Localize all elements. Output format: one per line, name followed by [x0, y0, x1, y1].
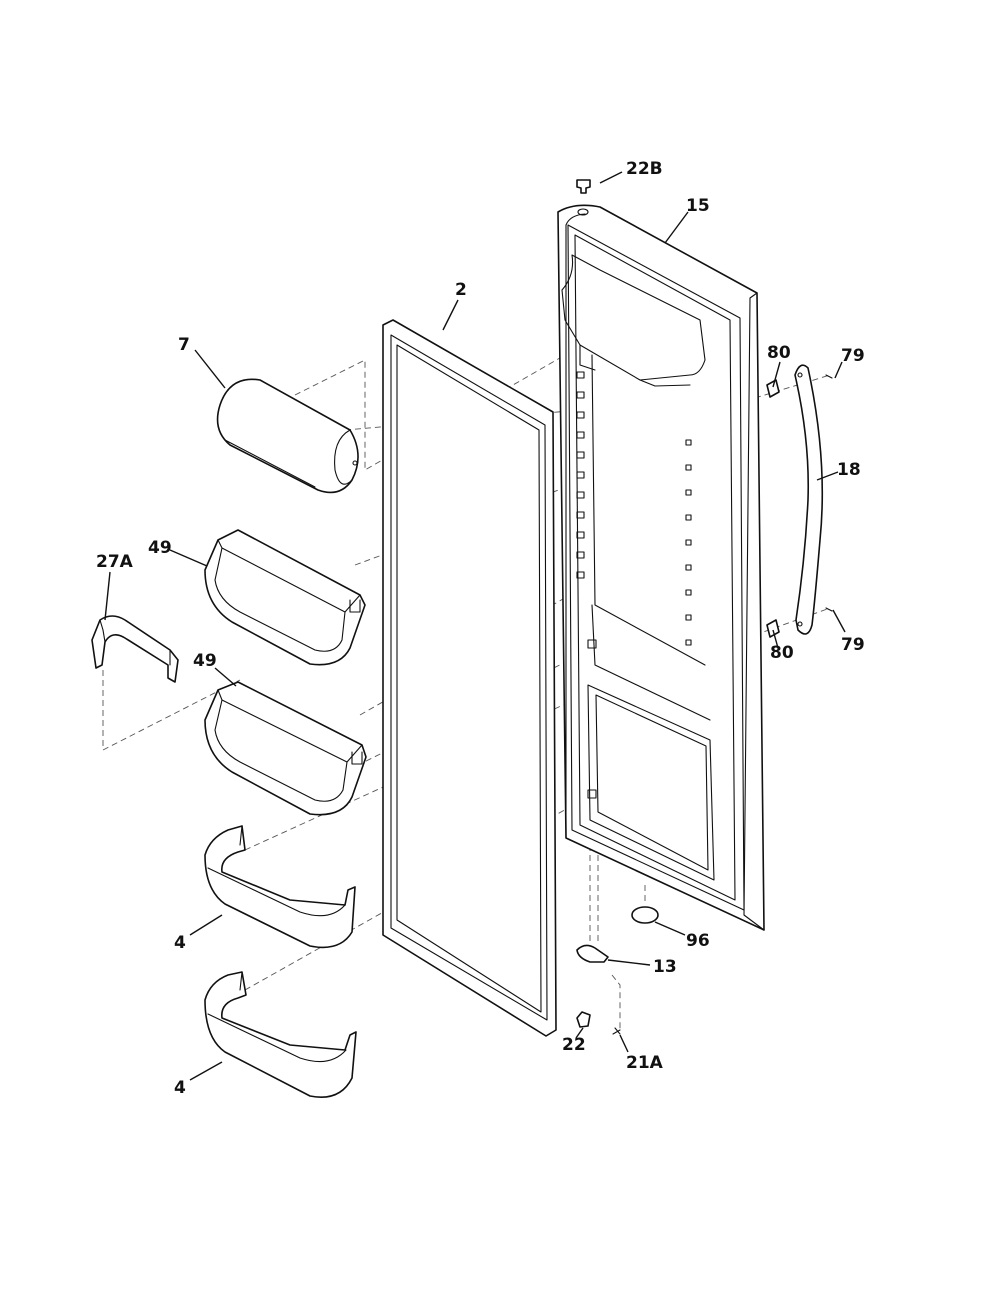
callout-80-bottom: 80 — [770, 643, 794, 663]
handle-stud-top — [766, 379, 780, 398]
callout-49-top: 49 — [148, 538, 172, 558]
callout-2: 2 — [455, 280, 467, 300]
callout-96: 96 — [686, 931, 710, 951]
plug-button — [631, 906, 659, 924]
callout-labels: 22B 15 2 7 80 79 18 49 27A 49 80 79 96 1… — [96, 159, 865, 1098]
callout-15: 15 — [686, 196, 710, 216]
screw-top — [825, 374, 833, 379]
callout-7: 7 — [178, 335, 190, 355]
door-handle — [794, 364, 824, 635]
handle-stud-bottom — [766, 619, 780, 638]
hinge-pin-top — [576, 179, 591, 194]
callout-22: 22 — [562, 1035, 586, 1055]
shelf-pegs — [576, 371, 692, 799]
shelf-bin-top — [204, 529, 366, 666]
callout-79-bottom: 79 — [841, 635, 865, 655]
screw-bottom-hinge — [612, 1027, 621, 1035]
callout-4-bottom: 4 — [174, 1078, 186, 1098]
shelf-bin-bottom — [204, 681, 367, 816]
callout-49-bottom: 49 — [193, 651, 217, 671]
door-gasket — [382, 319, 557, 1037]
leader-lines — [104, 171, 846, 1081]
screw-bottom — [825, 607, 833, 612]
hinge-bushing — [576, 1011, 591, 1028]
door-basket-bottom — [204, 971, 357, 1098]
bin-handle — [91, 615, 179, 683]
hardware — [576, 179, 833, 1035]
callout-22B: 22B — [626, 159, 663, 179]
callout-27A: 27A — [96, 552, 134, 572]
hinge-plate — [576, 944, 609, 963]
callout-18: 18 — [837, 460, 861, 480]
callout-4-top: 4 — [174, 933, 186, 953]
callout-13: 13 — [653, 957, 677, 977]
callout-21A: 21A — [626, 1053, 664, 1073]
door-panel — [557, 204, 765, 931]
dairy-door-bin — [216, 378, 359, 494]
callout-79-top: 79 — [841, 346, 865, 366]
door-basket-top — [204, 825, 356, 949]
callout-80-top: 80 — [767, 343, 791, 363]
